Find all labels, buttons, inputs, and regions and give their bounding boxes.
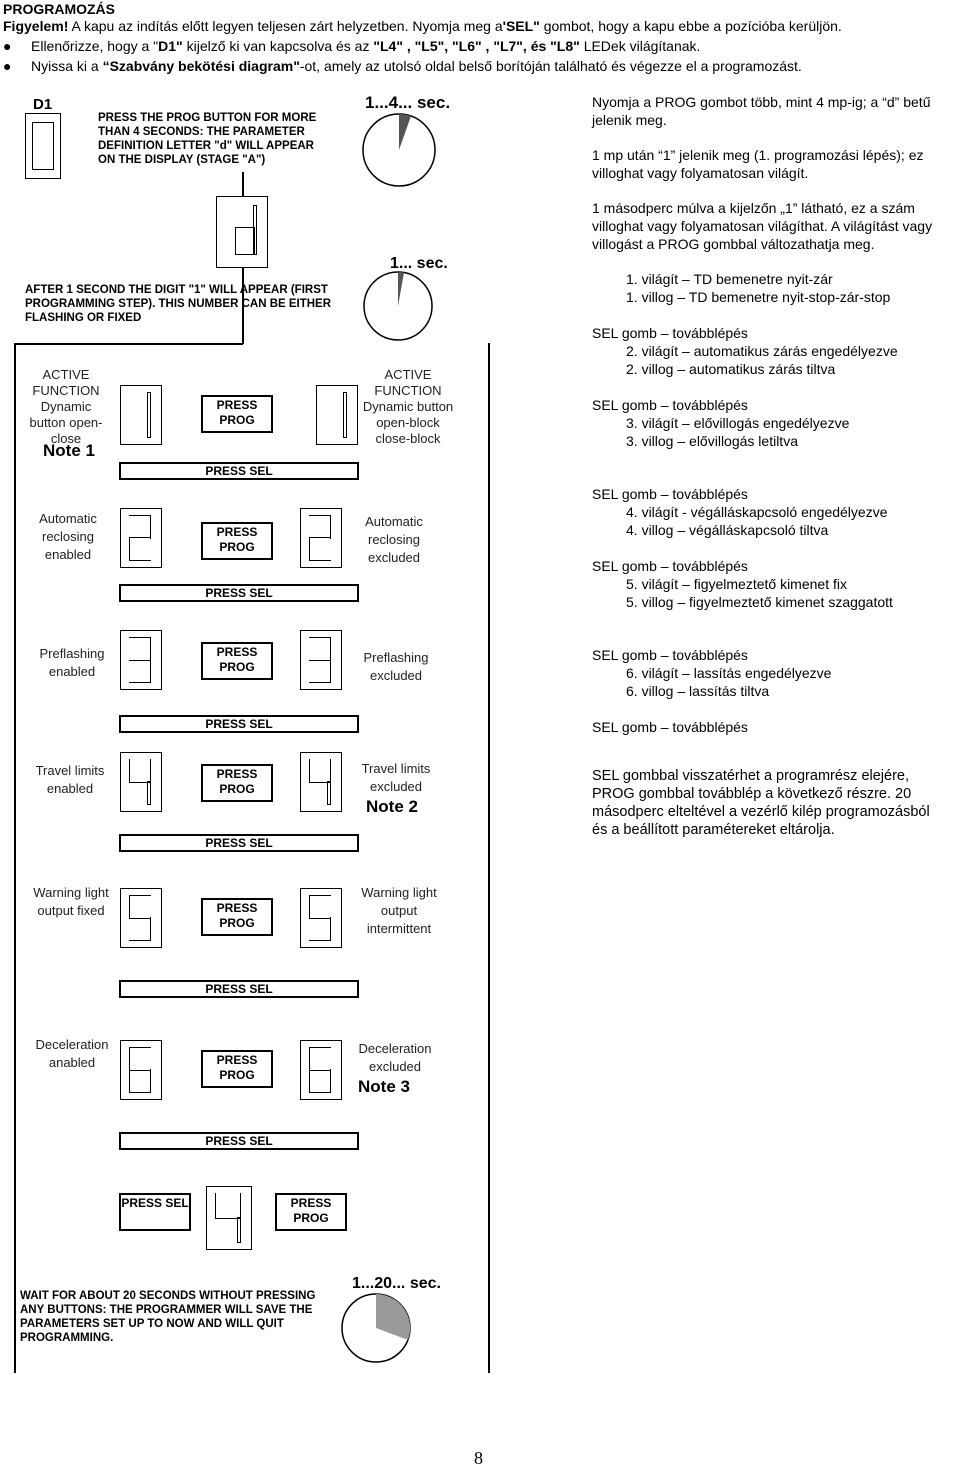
right-list: 1. világít – TD bemenetre nyit-zár 1. vi… [592,271,898,735]
after-1-text: AFTER 1 SECOND THE DIGIT "1" WILL APPEAR… [25,284,332,324]
right-p3: 1 másodperc múlva a kijelzőn „1” látható… [592,200,933,252]
step6-left-label: Deceleration anabled [35,1037,109,1070]
press-sel-button[interactable]: PRESS SEL [119,715,359,733]
timer-1sec: 1... sec. [390,255,448,272]
note-2: Note 2 [366,797,418,816]
page-title: PROGRAMOZÁS [3,1,115,17]
step2-right-label: Automatic reclosing excluded [365,514,423,565]
display-3-left [120,630,162,690]
step1-right-label: ACTIVE FUNCTION Dynamic button open-bloc… [362,367,454,446]
display-6-right [300,1040,342,1100]
display-6-left [120,1040,162,1100]
press-prog-button[interactable]: PRESS PROG [275,1193,347,1231]
right-p2: 1 mp után “1” jelenik meg (1. programozá… [592,147,924,181]
display-4-final [206,1186,252,1250]
stage-a-text: PRESS THE PROG BUTTON FOR MORE THAN 4 SE… [98,112,317,166]
warning-label: Figyelem! [3,18,69,34]
display-1-left [120,385,162,445]
d1-label: D1 [33,96,53,113]
press-prog-button[interactable]: PRESS PROG [201,1050,273,1088]
note-1: Note 1 [43,441,95,460]
bullet-2: ●Nyissa ki a “Szabvány bekötési diagram"… [3,58,802,74]
step1-left-label: ACTIVE FUNCTION Dynamic button open-clos… [29,367,103,446]
press-sel-button[interactable]: PRESS SEL [119,834,359,852]
warning-line: Figyelem! A kapu az indítás előtt legyen… [3,18,842,34]
timer-4sec: 1...4... sec. [365,93,451,112]
right-final: SEL gombbal visszatérhet a programrész e… [592,768,930,838]
page-number: 8 [474,1448,483,1468]
step5-right-label: Warning light output intermittent [361,885,437,936]
clock-icon [362,113,436,187]
press-sel-button[interactable]: PRESS SEL [119,1193,191,1231]
display-2-right [300,508,342,568]
display-4-left [120,752,162,812]
display-2-left [120,508,162,568]
display-5-right [300,888,342,948]
step5-left-label: Warning light output fixed [33,885,109,918]
press-prog-button[interactable]: PRESS PROG [201,764,273,802]
press-prog-button[interactable]: PRESS PROG [201,898,273,936]
press-sel-button[interactable]: PRESS SEL [119,1132,359,1150]
step2-left-label: Automatic reclosing enabled [39,511,97,562]
display-5-left [120,888,162,948]
press-sel-button[interactable]: PRESS SEL [119,980,359,998]
right-p1: Nyomja a PROG gombot több, mint 4 mp-ig;… [592,94,931,128]
step3-left-label: Preflashing enabled [39,646,105,679]
display-d [216,196,268,268]
step4-right-label: Travel limits excluded [361,761,431,794]
clock-icon [363,271,433,341]
note-3: Note 3 [358,1077,410,1096]
press-sel-button[interactable]: PRESS SEL [119,462,359,480]
press-prog-button[interactable]: PRESS PROG [201,642,273,680]
timer-20sec: 1...20... sec. [352,1275,441,1292]
press-sel-button[interactable]: PRESS SEL [119,584,359,602]
press-prog-button[interactable]: PRESS PROG [201,395,273,433]
display-4-right [300,752,342,812]
final-text: WAIT FOR ABOUT 20 SECONDS WITHOUT PRESSI… [20,1290,316,1344]
press-prog-button[interactable]: PRESS PROG [201,522,273,560]
step4-left-label: Travel limits enabled [35,763,105,796]
step6-right-label: Deceleration excluded [358,1041,432,1074]
d1-display [25,113,61,179]
clock-icon [341,1293,411,1363]
bullet-1: ●Ellenőrizze, hogy a "D1" kijelző ki van… [3,38,701,54]
display-3-right [300,630,342,690]
display-1-right [316,385,358,445]
step3-right-label: Preflashing excluded [363,650,429,683]
